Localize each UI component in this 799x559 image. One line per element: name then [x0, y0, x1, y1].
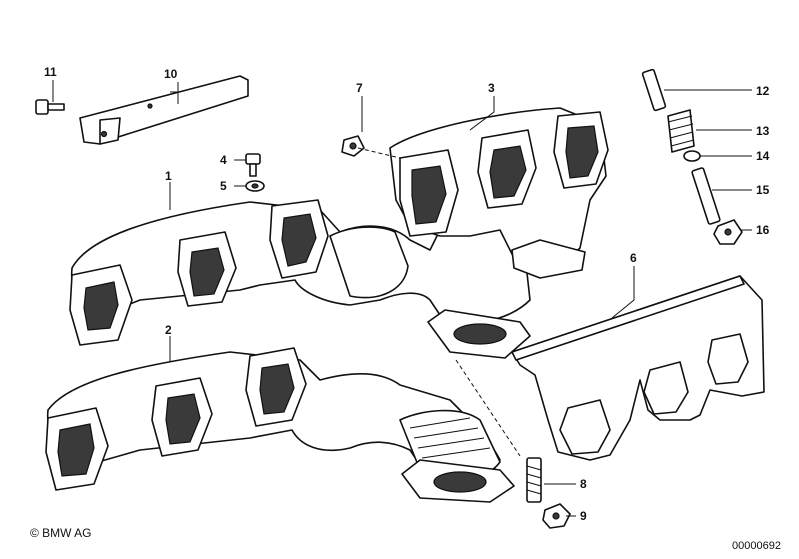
drawing-number: 00000692: [732, 540, 781, 552]
callout-3: 3: [488, 81, 495, 95]
bolt-4: [245, 153, 261, 177]
washer-14: [683, 150, 701, 162]
callout-13: 13: [756, 124, 770, 138]
stud-12: [641, 68, 667, 112]
callout-6: 6: [630, 251, 637, 265]
callout-10: 10: [164, 67, 178, 81]
exhaust-manifold-2: [45, 347, 515, 503]
exhaust-manifold-1: [69, 199, 531, 359]
bolt-11: [35, 99, 65, 115]
heat-shield-bracket: [79, 75, 249, 145]
copyright-label: © BMW AG: [30, 526, 92, 540]
callout-4: 4: [220, 153, 227, 167]
stud-8: [526, 457, 542, 503]
heat-shield-6: [511, 275, 765, 461]
leader-lines: [52, 80, 752, 517]
callout-9: 9: [580, 509, 587, 523]
spring-13: [667, 109, 695, 153]
callout-1: 1: [165, 169, 172, 183]
callout-12: 12: [756, 84, 770, 98]
callout-2: 2: [165, 323, 172, 337]
nut-7: [341, 135, 365, 157]
stud-15: [691, 167, 721, 225]
callout-14: 14: [756, 149, 770, 163]
callout-8: 8: [580, 477, 587, 491]
nut-9: [542, 503, 571, 529]
exhaust-manifold-3: [389, 107, 609, 279]
nut-16: [713, 219, 743, 245]
callout-16: 16: [756, 223, 770, 237]
washer-5: [245, 180, 265, 192]
callout-7: 7: [356, 81, 363, 95]
callout-11: 11: [44, 65, 57, 79]
callout-15: 15: [756, 183, 770, 197]
callout-labels: 11 10 4 5 1 2 7 3 6 12 13 14 15 16 8 9: [44, 65, 770, 523]
callout-5: 5: [220, 179, 227, 193]
